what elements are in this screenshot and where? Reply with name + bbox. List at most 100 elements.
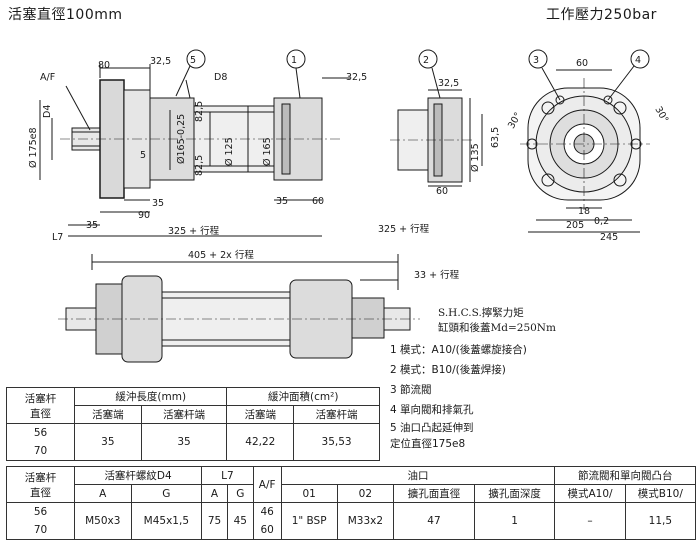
table1-header-rod: 活塞杆 直徑 [6,387,75,424]
table2-l7-g: 45 [226,502,254,540]
callouts [175,49,650,101]
table2-header-af: A/F [252,466,282,503]
table2-l7-a: 75 [201,502,228,540]
table2-port-02: M33x2 [336,502,395,540]
table1-header-cushion-area: 緩沖面積(cm²) [226,387,380,406]
dim-32-5-b: 32,5 [346,72,367,83]
table2-header-thread: 活塞杆螺紋D4 [73,466,203,485]
dim-30-deg-b: 30° [652,105,670,125]
partial-view [390,89,483,187]
table1-cell: 35,53 [293,423,380,461]
table2-rod-56: 56 [33,506,48,518]
table2-af-60: 60 [260,524,274,536]
legend-item: 2 模式：B10/(後蓋焊接) [390,364,506,376]
table2-header-l7: L7 [201,466,254,485]
table2-sub: 01 [280,484,338,503]
assembly-view [58,254,420,363]
dim-af: A/F [40,72,55,83]
dim-30-deg-a: 30° [506,111,524,131]
table2-sub: G [226,484,254,503]
table2-rod-70: 70 [33,524,48,536]
legend-item: 1 模式：A10/(後蓋螺旋接合) [390,344,527,356]
legend-item: 定位直徑175e8 [390,438,466,450]
table2-thread-a: M50x3 [74,502,132,540]
table2-sub: A [74,484,132,503]
legend-item: 4 單向閥和排氣孔 [390,404,474,416]
dim-5: 5 [140,150,146,161]
cushion-table: 活塞杆 直徑 緩沖長度(mm) 緩沖面積(cm²) 活塞端 活塞杆端 活塞端 活… [6,387,380,461]
table2-sub: 擴孔面深度 [473,484,556,503]
page-title-right: 工作壓力250bar [546,7,657,23]
table1-sub: 活塞杆端 [140,405,228,424]
dim-82-5-b: 82,5 [194,155,205,176]
table1-cell: 35 [74,423,142,461]
table1-sub: 活塞端 [226,405,295,424]
table2-header-valve: 節流閥和單向閥凸台 [554,466,696,485]
table2-spot-depth: 1 [473,502,556,540]
table2-a10: – [554,502,626,540]
legend-item: 3 節流閥 [390,384,432,396]
side-view [39,64,350,237]
dim-d125: Ø 125 [224,137,235,166]
table2-port-01: 1" BSP [280,502,338,540]
dim-82-5-a: 82,5 [194,101,205,122]
torque-note-line-1: S.H.C.S.擰緊力矩 [438,307,524,319]
table1-rod-56: 56 [33,427,48,439]
table2-sub: G [130,484,203,503]
dim-stroke-4: 33 + 行程 [414,269,460,281]
table2-sub: 擴孔面直徑 [393,484,475,503]
dim-35-b: 35 [86,220,98,231]
dim-90: 90 [138,210,150,221]
legend: 1 模式：A10/(後蓋螺旋接合) 2 模式：B10/(後蓋焊接) 3 節流閥 … [390,340,527,451]
callout-3: 3 [533,55,539,66]
dim-0-2: 0,2 [594,216,609,227]
torque-note-line-2: 缸頭和後蓋Md=250Nm [438,322,556,334]
end-view [520,69,650,233]
dim-d175: Ø 175e8 [28,127,39,168]
dim-205: 205 [566,220,584,231]
table1-sub: 活塞杆端 [293,405,380,424]
table2-rod-cell: 56 70 [6,502,75,540]
dim-245: 245 [600,232,618,243]
table1-sub: 活塞端 [74,405,142,424]
table2-header-rod: 活塞杆 直徑 [6,466,75,503]
table2-spot-diameter: 47 [393,502,475,540]
legend-item: 5 油口凸起延伸到 [390,422,474,434]
port-table: 活塞杆 直徑 活塞杆螺紋D4 L7 A/F 油口 節流閥和單向閥凸台 A G A… [6,466,697,540]
dim-60-b: 60 [436,186,448,197]
page-title-left: 活塞直徑100mm [8,7,123,23]
dim-d4: D4 [42,105,53,118]
dim-35-c: 35 [276,196,288,207]
dim-60-a: 60 [312,196,324,207]
dim-35-a: 35 [152,198,164,209]
torque-note: S.H.C.S.擰緊力矩 缸頭和後蓋Md=250Nm [438,306,556,336]
table2-sub: 模式B10/ [624,484,697,503]
table2-header-port: 油口 [280,466,556,485]
dim-d165-tol: Ø165-0,25 [176,114,187,164]
dim-d135: Ø 135 [470,143,481,172]
dim-80: 80 [98,60,110,71]
table2-af-46: 46 [260,506,274,518]
dim-d165: Ø 165 [262,137,273,166]
table1-cell: 35 [140,423,228,461]
dim-18: 18 [578,206,590,217]
dim-60-c: 60 [576,58,588,69]
callout-5: 5 [190,55,196,66]
callout-2: 2 [423,55,429,66]
dim-stroke-3: 405 + 2x 行程 [188,249,254,261]
callout-1: 1 [291,55,297,66]
dim-32-5-c: 32,5 [438,78,459,89]
table2-b10: 11,5 [624,502,697,540]
dim-63-5: 63,5 [490,127,501,148]
table2-thread-g: M45x1,5 [130,502,203,540]
dim-stroke-2: 325 + 行程 [378,223,430,235]
cylinder-drawing: 5 1 2 3 4 A/F D4 Ø 175e8 80 32,5 D8 32,5… [28,49,670,363]
table2-sub: A [201,484,228,503]
table2-af-cell: 46 60 [252,502,282,540]
dim-32-5-a: 32,5 [150,56,171,67]
dim-d8: D8 [214,72,227,83]
table1-cell: 42,22 [226,423,295,461]
table1-rod-cell: 56 70 [6,423,75,461]
table1-rod-70: 70 [33,445,48,457]
table2-sub: 模式A10/ [554,484,626,503]
